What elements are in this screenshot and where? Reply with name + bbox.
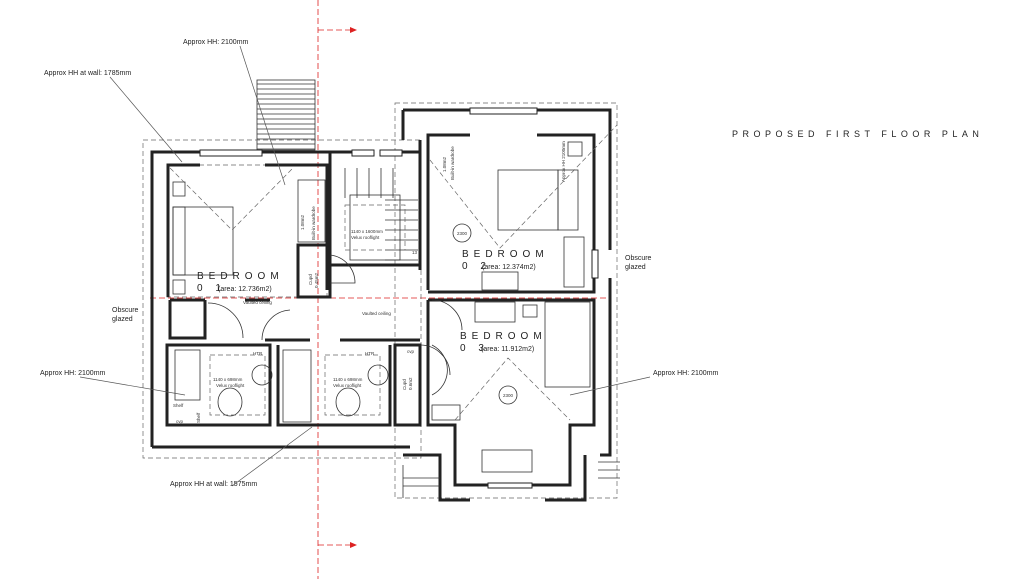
note-htr-2: HTR [365,351,375,356]
note-velux-stair: 1140 x 1600mm [351,229,383,234]
height-marker-bed2: 2300 [457,231,468,236]
room-number-bedroom-02: 0 2 [462,261,491,272]
external-roof-hatch [256,79,316,151]
note-shelf-2: Shelf [196,412,201,423]
note-step: 13 [412,250,418,255]
room-name-bedroom-02: BEDROOM [462,249,549,260]
drawing-title: PROPOSED FIRST FLOOR PLAN [732,129,983,139]
ceiling-height-markers: 2300 2300 [452,223,518,405]
height-marker-bed3: 2300 [503,393,514,398]
annotation-obscure-left: Obscure [112,307,139,314]
annotation-obscure-right: Obscure [625,255,652,262]
note-shelf-1: Shelf [173,403,184,408]
room-area-bedroom-03: (area: 11.912m2) [481,346,534,353]
note-hh-bed2: Approx HH 2100mm [561,141,566,182]
note-cvp-2: cvp [407,349,415,354]
staircase[interactable] [344,168,418,261]
room-area-bedroom-01: (area: 12.736m2) [218,286,272,293]
room-name-bedroom-03: BEDROOM [460,331,547,342]
room-name-bedroom-01: BEDROOM [197,271,284,282]
annotation-hh-right: Approx HH: 2100mm [653,370,719,377]
note-velux-bath1-type: Velux rooflight [216,383,245,388]
section-line [150,0,610,579]
note-velux-bath2-type: Velux rooflight [333,383,362,388]
note-htr-1: HTR [253,351,263,356]
annotation-glazed-left: glazed [112,316,133,323]
note-vaulted-2: Vaulted ceiling [362,311,391,316]
note-cupd2-area: 0.6m2 [408,377,413,390]
ceiling-lines [169,124,618,421]
annotation-hh-wall-bottom: Approx HH at wall: 1575mm [170,481,257,488]
note-cvp: cvp [176,419,184,424]
annotation-hh-wall-top: Approx HH at wall: 1785mm [44,70,131,77]
furniture [172,141,591,473]
doors [207,254,463,396]
note-vaulted-1: Vaulted ceiling [243,300,272,305]
note-wardrobe1-area: 1.08m2 [300,214,305,230]
notes: 1.08m2 Built-in wardrobe Cupd 0.45m2 1.0… [173,141,566,424]
note-wardrobe2-area: 1.08m2 [442,156,447,172]
leader-lines [79,45,651,487]
note-cupd1: Cupd [308,274,313,285]
annotation-hh-top: Approx HH: 2100mm [183,39,249,46]
note-velux-bath1: 1140 x 698mm [213,377,243,382]
annotation-glazed-right: glazed [625,264,646,271]
note-velux-bath2: 1140 x 698mm [333,377,363,382]
note-cupd1-area: 0.45m2 [314,272,319,288]
room-number-bedroom-01: 0 1 [197,283,226,294]
note-wardrobe1-label: Built-in wardrobe [311,206,316,240]
walls [150,107,620,502]
note-cupd2: Cupd [402,379,407,390]
annotation-hh-left: Approx HH: 2100mm [40,370,106,377]
note-velux-stair-type: Velux rooflight [351,235,380,240]
room-number-bedroom-03: 0 3 [460,343,489,354]
note-wardrobe2-label: Built-in wardrobe [450,146,455,180]
room-area-bedroom-02: (area: 12.374m2) [482,264,536,271]
